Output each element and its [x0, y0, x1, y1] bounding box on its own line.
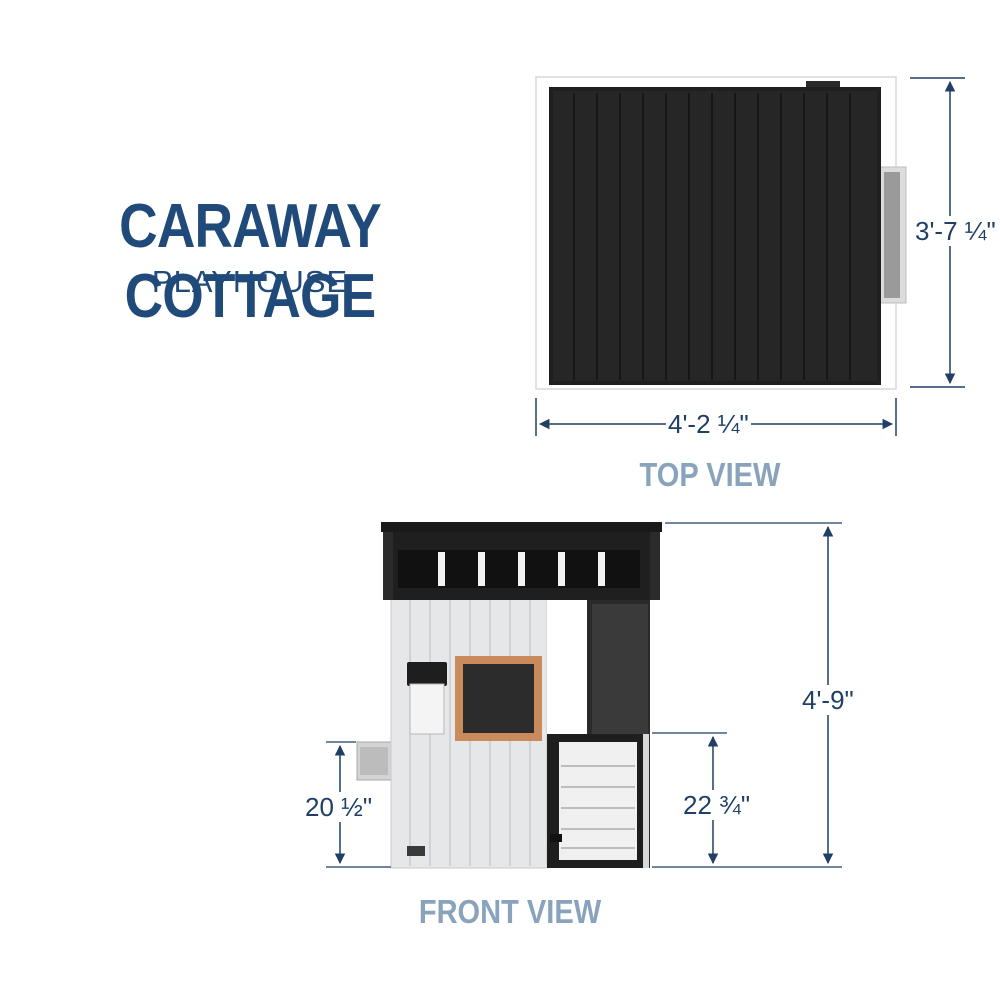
top-depth-label: 3'-7 ¼": [913, 216, 998, 246]
product-subtitle: PLAYHOUSE: [151, 264, 349, 299]
front-view-gate-slats: [561, 765, 635, 849]
top-view-drawing: [535, 76, 965, 436]
front-view-window-opening: [547, 598, 587, 738]
top-view-side-bench-inner: [884, 172, 900, 298]
front-view-side-bench-face: [360, 747, 388, 775]
top-width-label: 4'-2 ¼": [666, 409, 751, 439]
front-height-label: 4'-9": [800, 685, 856, 715]
gate-post: [643, 734, 649, 868]
wall-nameplate: [407, 846, 425, 856]
gate-hinge: [550, 834, 562, 842]
chalkboard-surface: [463, 664, 534, 733]
mailbox-lid: [407, 662, 447, 686]
top-view-roof-panel: [553, 91, 877, 381]
gate-height-label: 22 ¾": [681, 790, 753, 820]
top-view-roof-seams: [573, 93, 851, 380]
front-view-roof-edge: [381, 522, 662, 532]
front-view-drawing: [326, 522, 842, 869]
front-view-rafters: [438, 552, 605, 586]
front-view-roof-left-post: [383, 532, 393, 600]
product-title: CARAWAY COTTAGE: [119, 192, 381, 331]
mailbox-body: [409, 683, 445, 735]
front-view-interior-back: [592, 604, 648, 734]
front-view-label: FRONT VIEW: [418, 893, 602, 930]
top-view-label: TOP VIEW: [639, 456, 781, 493]
bench-height-label: 20 ½": [303, 792, 375, 822]
front-view-gate-panel: [559, 742, 637, 860]
top-view-chimney-edge: [806, 81, 840, 89]
front-view-roof-right-post: [650, 532, 660, 600]
